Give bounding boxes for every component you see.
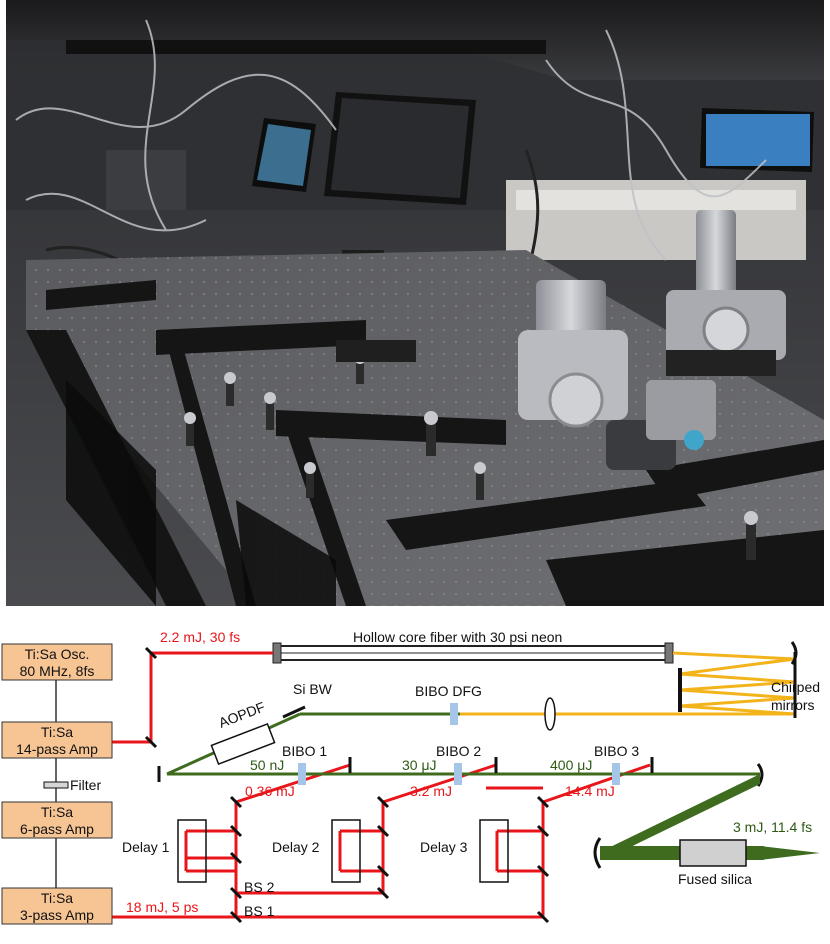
delay2-box	[331, 819, 361, 883]
output-energy-label: 3 mJ, 11.4 fs	[733, 819, 812, 835]
chirped-label-2: mirrors	[771, 697, 815, 713]
amp3-label-1: Ti:Sa	[41, 890, 73, 906]
amp3-label-2: 3-pass Amp	[20, 907, 94, 923]
green-output-beam-2	[600, 846, 680, 860]
bibo2-crystal	[454, 763, 462, 785]
energy-036mj: 0.36 mJ	[245, 783, 295, 799]
amp6-label-2: 6-pass Amp	[20, 821, 94, 837]
delay3-box	[479, 819, 509, 883]
fused-silica-block	[679, 839, 747, 867]
pulse-18-label: 18 mJ, 5 ps	[126, 899, 198, 915]
output-arrow-icon	[760, 846, 820, 860]
bibo1-label: BIBO 1	[282, 743, 327, 759]
delay1-label: Delay 1	[122, 839, 170, 855]
bibo-dfg-label: BIBO DFG	[415, 683, 482, 699]
filter-icon	[43, 781, 69, 789]
amp6-box: Ti:Sa 6-pass Amp	[1, 801, 113, 839]
aopdf-box	[210, 722, 276, 766]
osc-label-1: Ti:Sa Osc.	[25, 646, 90, 662]
amp14-label-1: Ti:Sa	[41, 724, 73, 740]
osc-label-2: 80 MHz, 8fs	[20, 663, 95, 679]
amp3-box: Ti:Sa 3-pass Amp	[1, 887, 113, 925]
monitor-icon	[252, 92, 814, 286]
energy-144mj: 14.4 mJ	[565, 783, 615, 799]
delay2-label: Delay 2	[272, 839, 320, 855]
si-bw-mirror	[282, 705, 306, 719]
bibo-dfg-crystal	[450, 703, 458, 725]
bibo1-crystal	[298, 763, 306, 785]
hollow-core-fiber	[272, 642, 674, 664]
osc-box: Ti:Sa Osc. 80 MHz, 8fs	[1, 643, 113, 681]
curved-mirror-output	[593, 837, 602, 869]
vacuum-chamber-icon	[518, 210, 786, 470]
chirped-label-1: Chirped	[771, 679, 820, 695]
lab-photo	[6, 0, 824, 606]
bibo3-crystal	[612, 763, 620, 785]
fiber-label: Hollow core fiber with 30 psi neon	[353, 629, 562, 645]
fused-silica-label: Fused silica	[678, 871, 752, 887]
energy-30uj: 30 μJ	[402, 757, 437, 773]
curved-mirror-top	[790, 641, 798, 665]
delay1-box	[177, 819, 207, 883]
setup-schematic: Hollow core fiber with 30 psi neon	[0, 606, 830, 944]
filter-label: Filter	[70, 777, 101, 793]
bs1-label: BS 1	[244, 903, 275, 919]
pulse-2p2-label: 2.2 mJ, 30 fs	[160, 629, 240, 645]
energy-400uj: 400 μJ	[550, 757, 592, 773]
chirped-mirror-stack	[678, 652, 797, 718]
energy-32mj: 3.2 mJ	[410, 783, 452, 799]
amp14-label-2: 14-pass Amp	[16, 741, 98, 757]
bibo2-label: BIBO 2	[436, 743, 481, 759]
delay3-label: Delay 3	[420, 839, 468, 855]
amp14-box: Ti:Sa 14-pass Amp	[1, 721, 113, 759]
si-bw-label: Si BW	[293, 681, 333, 697]
energy-50nj: 50 nJ	[250, 757, 284, 773]
mirror-markers	[144, 646, 654, 924]
bs2-label: BS 2	[244, 879, 275, 895]
amp6-label-1: Ti:Sa	[41, 804, 73, 820]
green-output-beam-1	[600, 774, 760, 856]
bibo3-label: BIBO 3	[594, 743, 639, 759]
lens-icon	[544, 697, 556, 731]
red-beam-path	[112, 651, 651, 919]
